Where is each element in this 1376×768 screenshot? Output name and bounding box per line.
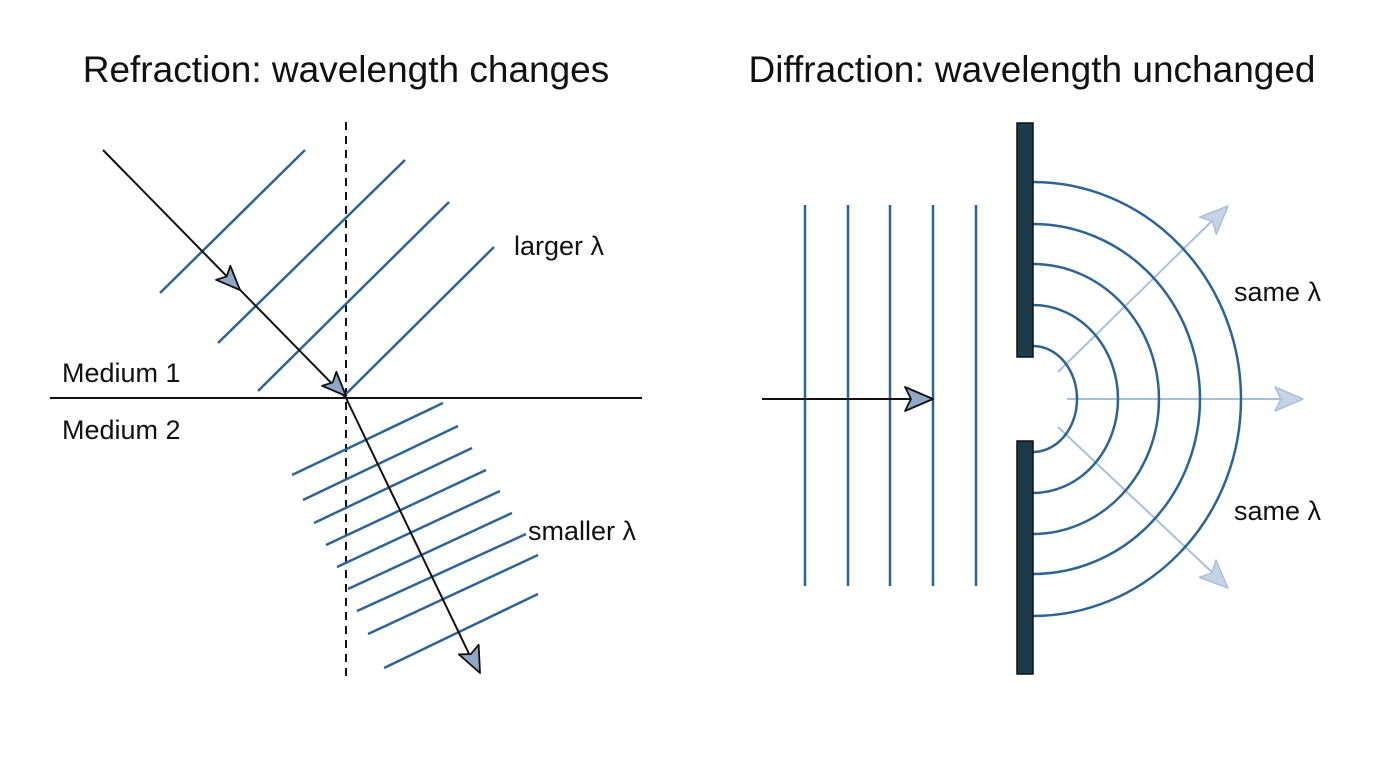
outgoing-arrowhead-lower [1198,559,1229,589]
wavefront-refracted-6 [347,511,513,591]
larger-wavelength-label: larger λ [514,231,605,261]
ray-arrowhead-2 [321,370,347,397]
ray-arrowhead-3 [457,643,481,674]
wavefront-incident-3 [257,201,450,392]
barrier-top [1016,122,1034,358]
medium-2-label: Medium 2 [62,415,181,445]
diffraction-panel: Diffraction: wavelength unchanged [748,49,1322,675]
refraction-title: Refraction: wavelength changes [83,49,610,90]
outgoing-rays [1057,217,1290,576]
wavefront-refracted-1 [291,401,444,477]
wavefront-refracted-4 [325,468,487,547]
outgoing-arrowhead-middle [1274,386,1304,412]
wavefront-incident-2 [217,159,406,344]
diffracted-wavefront-1 [1032,344,1079,454]
wavefront-refracted-7 [356,532,527,613]
outgoing-ray-lower [1057,426,1216,576]
diffracted-wavefront-2 [1032,303,1120,495]
wavefront-incident-1 [159,149,306,294]
same-wavelength-label-lower: same λ [1234,496,1322,526]
barrier-bottom [1016,440,1034,675]
incident-ray [102,149,347,399]
same-wavelength-label-upper: same λ [1234,277,1322,307]
refracted-wavefronts [291,401,539,670]
smaller-wavelength-label: smaller λ [528,516,637,546]
incident-wavefronts [159,149,495,395]
diffraction-title: Diffraction: wavelength unchanged [748,49,1315,90]
wavefront-refracted-3 [313,446,473,525]
outgoing-arrowhead-upper [1198,205,1229,235]
outgoing-ray-upper [1057,217,1216,373]
refracted-ray [345,397,473,661]
wavefront-refracted-9 [383,592,539,670]
wavefront-refracted-5 [336,489,501,569]
diffracted-wavefront-5 [1032,180,1243,618]
diffracted-wavefront-4 [1032,222,1202,576]
plane-wavefronts [803,205,978,586]
refraction-panel: Refraction: wavelength changes [50,49,642,678]
diffracted-wavefronts [1032,180,1243,618]
wavefront-refracted-8 [367,553,539,636]
incident-arrowhead [904,386,934,412]
wavefront-incident-4 [345,246,495,395]
wavefront-refracted-2 [302,424,459,502]
ray-arrowhead-1 [215,264,241,291]
diffracted-wavefront-3 [1032,262,1161,536]
medium-1-label: Medium 1 [62,358,181,388]
